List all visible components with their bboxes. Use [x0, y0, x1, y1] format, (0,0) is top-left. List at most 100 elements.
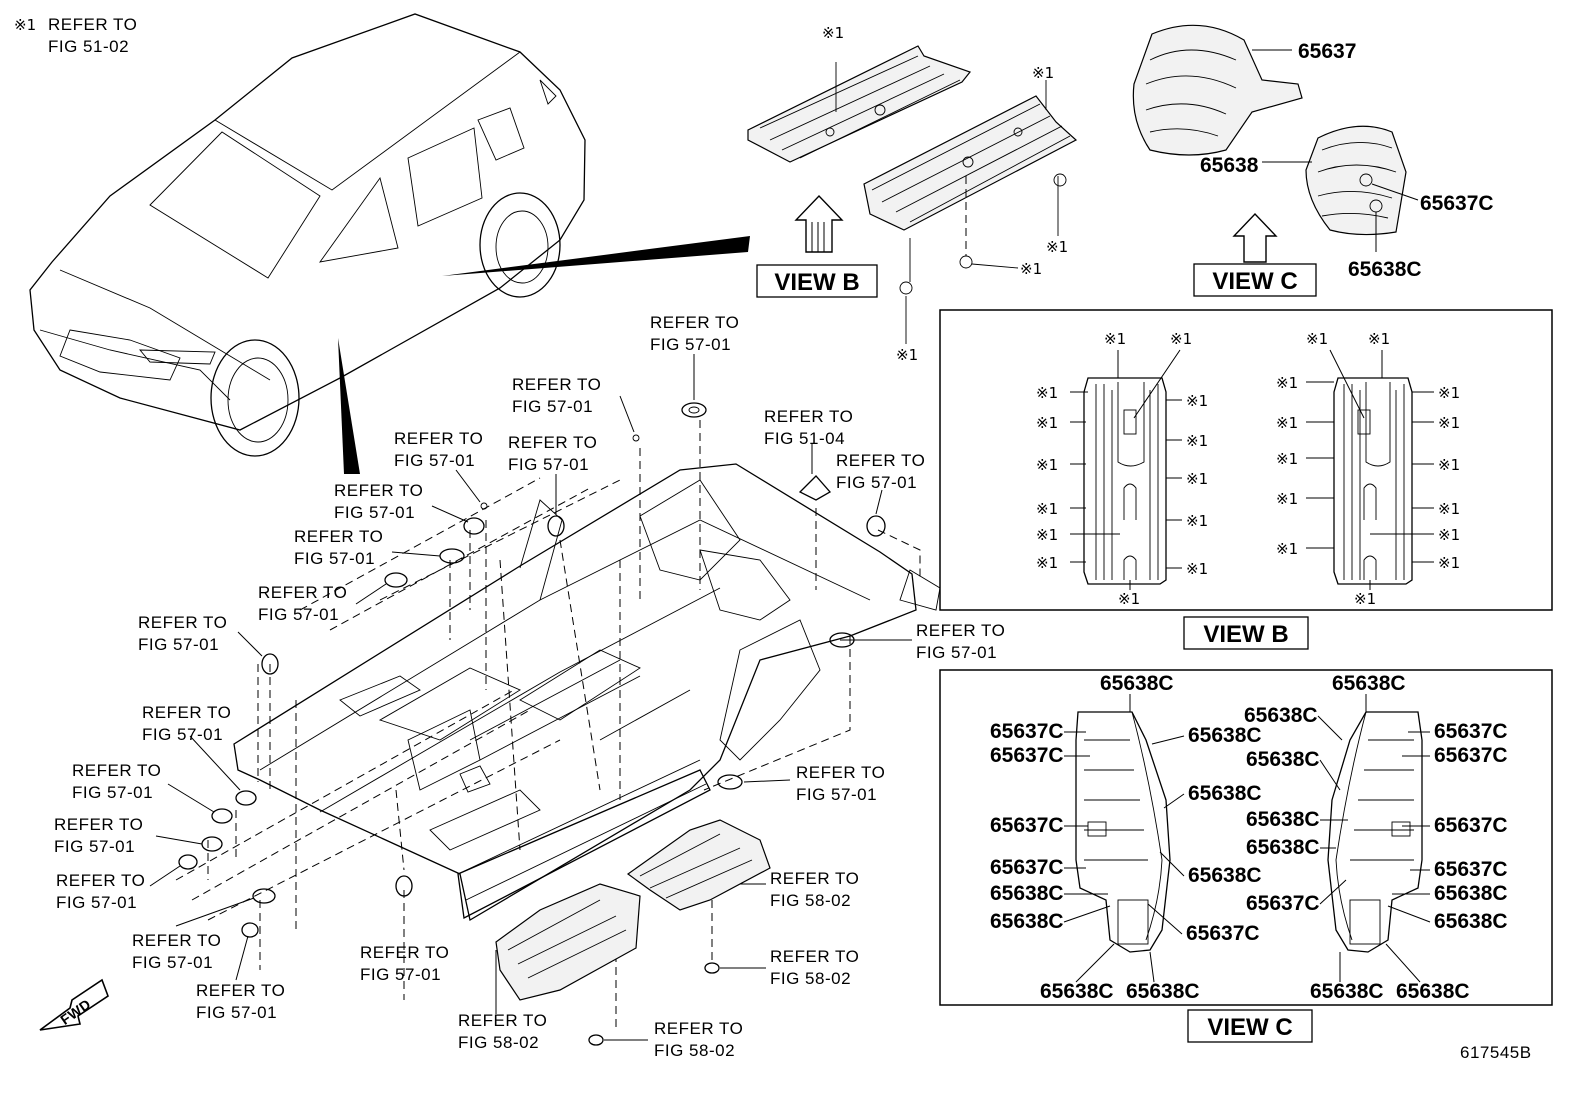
- view-c-title: VIEW C: [1212, 268, 1297, 295]
- view-c-top: 65637 65638 65637C 65638C VIEW C: [1132, 24, 1494, 297]
- vb-l-mark-1: ※1: [1104, 330, 1126, 348]
- fwd-arrow: FWD: [39, 978, 109, 1031]
- vc-r-part-11: 65638C: [1434, 882, 1508, 905]
- part-65638c-label: 65638C: [1348, 258, 1422, 281]
- vc-r-part-2: 65638C: [1244, 704, 1318, 727]
- refer-label-3-line1: REFER TO: [394, 429, 483, 448]
- refer-to-labels: REFER TO FIG 57-01 REFER TO FIG 57-01 RE…: [54, 313, 1005, 1060]
- vc-r-part-12: 65638C: [1434, 910, 1508, 933]
- vb-l-mark-11: ※1: [1036, 526, 1058, 544]
- refer-label-3-line2: FIG 57-01: [394, 451, 475, 470]
- view-b-mark-5: ※1: [896, 346, 918, 364]
- vc-l-part-11: 65637C: [1186, 922, 1260, 945]
- panel-view-c: 65638C 65637C 65637C 65638C 65637C 65638…: [939, 669, 1553, 1043]
- refer-label-14-line2: FIG 57-01: [796, 785, 877, 804]
- vc-r-part-10: 65637C: [1246, 892, 1320, 915]
- refer-label-22-line1: REFER TO: [458, 1011, 547, 1030]
- footnote: ※1 REFER TO FIG 51-02: [14, 15, 137, 56]
- vc-r-part-4: 65638C: [1246, 748, 1320, 771]
- vb-l-mark-7: ※1: [1036, 456, 1058, 474]
- vc-l-part-1: 65638C: [1100, 672, 1174, 695]
- view-b-mark-3: ※1: [1046, 238, 1068, 256]
- vb-r-mark-11: ※1: [1438, 526, 1460, 544]
- part-65637c-label: 65637C: [1420, 192, 1494, 215]
- refer-label-4-line1: REFER TO: [508, 433, 597, 452]
- panel-view-b-title-box: [1183, 616, 1309, 650]
- vb-r-mark-8: ※1: [1438, 456, 1460, 474]
- view-c-title-box: [1193, 263, 1317, 297]
- vc-r-part-6: 65638C: [1246, 808, 1320, 831]
- vc-r-part-7: 65637C: [1434, 814, 1508, 837]
- vb-r-mark-4: ※1: [1438, 384, 1460, 402]
- view-b-mark-1: ※1: [822, 24, 844, 42]
- view-b-top: ※1 ※1 ※1 ※1 ※1 VIEW B: [747, 24, 1078, 364]
- panel-view-b: ※1 ※1 ※1 ※1 ※1 ※1 ※1 ※1 ※1 ※1 ※1 ※1 ※1 ※…: [939, 309, 1553, 650]
- refer-label-9-line1: REFER TO: [258, 583, 347, 602]
- vc-r-part-13: 65638C: [1310, 980, 1384, 1003]
- refer-label-1-line1: REFER TO: [650, 313, 739, 332]
- refer-label-23-line1: REFER TO: [654, 1019, 743, 1038]
- refer-label-21-line1: REFER TO: [770, 947, 859, 966]
- refer-label-11-line2: FIG 57-01: [916, 643, 997, 662]
- refer-label-13-line1: REFER TO: [72, 761, 161, 780]
- refer-label-18-line1: REFER TO: [196, 981, 285, 1000]
- vb-r-mark-12: ※1: [1276, 540, 1298, 558]
- refer-label-20-line1: REFER TO: [770, 869, 859, 888]
- view-b-mark-4: ※1: [1020, 260, 1042, 278]
- refer-label-13-line2: FIG 57-01: [72, 783, 153, 802]
- refer-label-16-line2: FIG 57-01: [56, 893, 137, 912]
- vc-l-part-9: 65638C: [990, 882, 1064, 905]
- vc-r-part-1: 65638C: [1332, 672, 1406, 695]
- vc-r-part-5: 65637C: [1434, 744, 1508, 767]
- refer-label-4-line2: FIG 57-01: [508, 455, 589, 474]
- vb-l-mark-13: ※1: [1186, 560, 1208, 578]
- refer-label-12-line2: FIG 57-01: [142, 725, 223, 744]
- refer-label-17-line2: FIG 57-01: [132, 953, 213, 972]
- vb-r-mark-1: ※1: [1306, 330, 1328, 348]
- part-65638-label: 65638: [1200, 154, 1259, 177]
- refer-label-11-line1: REFER TO: [916, 621, 1005, 640]
- refer-label-1-line2: FIG 57-01: [650, 335, 731, 354]
- vb-l-mark-10: ※1: [1186, 512, 1208, 530]
- refer-label-9-line2: FIG 57-01: [258, 605, 339, 624]
- vb-l-mark-8: ※1: [1186, 470, 1208, 488]
- vc-l-part-7: 65637C: [990, 856, 1064, 879]
- vc-l-part-13: 65638C: [1126, 980, 1200, 1003]
- vc-l-part-6: 65638C: [1188, 782, 1262, 805]
- vb-r-mark-2: ※1: [1368, 330, 1390, 348]
- vb-r-mark-14: ※1: [1354, 590, 1376, 608]
- panel-view-c-title-box: [1187, 1009, 1313, 1043]
- vb-l-mark-12: ※1: [1036, 554, 1058, 572]
- vc-l-part-8: 65638C: [1188, 864, 1262, 887]
- refer-label-15-line2: FIG 57-01: [54, 837, 135, 856]
- vc-l-part-3: 65637C: [990, 744, 1064, 767]
- part-65637-label: 65637: [1298, 40, 1356, 63]
- vb-l-mark-2: ※1: [1170, 330, 1192, 348]
- panel-view-b-title: VIEW B: [1203, 621, 1288, 648]
- refer-label-8-line2: FIG 57-01: [294, 549, 375, 568]
- refer-label-2-line1: REFER TO: [512, 375, 601, 394]
- grommets: [178, 402, 886, 1046]
- refer-label-16-line1: REFER TO: [56, 871, 145, 890]
- refer-label-2-line2: FIG 57-01: [512, 397, 593, 416]
- vc-r-part-9: 65637C: [1434, 858, 1508, 881]
- vc-l-part-5: 65637C: [990, 814, 1064, 837]
- refer-label-22-line2: FIG 58-02: [458, 1033, 539, 1052]
- vb-r-mark-5: ※1: [1276, 414, 1298, 432]
- refer-label-14-line1: REFER TO: [796, 763, 885, 782]
- vb-l-mark-3: ※1: [1036, 384, 1058, 402]
- vb-l-mark-4: ※1: [1186, 392, 1208, 410]
- panel-view-b-frame: [939, 309, 1553, 611]
- refer-label-8-line1: REFER TO: [294, 527, 383, 546]
- vc-l-part-12: 65638C: [1040, 980, 1114, 1003]
- refer-label-6-line2: FIG 57-01: [836, 473, 917, 492]
- refer-label-20-line2: FIG 58-02: [770, 891, 851, 910]
- vc-r-part-8: 65638C: [1246, 836, 1320, 859]
- view-b-title-box: [756, 264, 878, 298]
- refer-label-12-line1: REFER TO: [142, 703, 231, 722]
- view-b-mark-2: ※1: [1032, 64, 1054, 82]
- vb-r-mark-9: ※1: [1276, 490, 1298, 508]
- refer-label-7-line1: REFER TO: [334, 481, 423, 500]
- refer-label-17-line1: REFER TO: [132, 931, 221, 950]
